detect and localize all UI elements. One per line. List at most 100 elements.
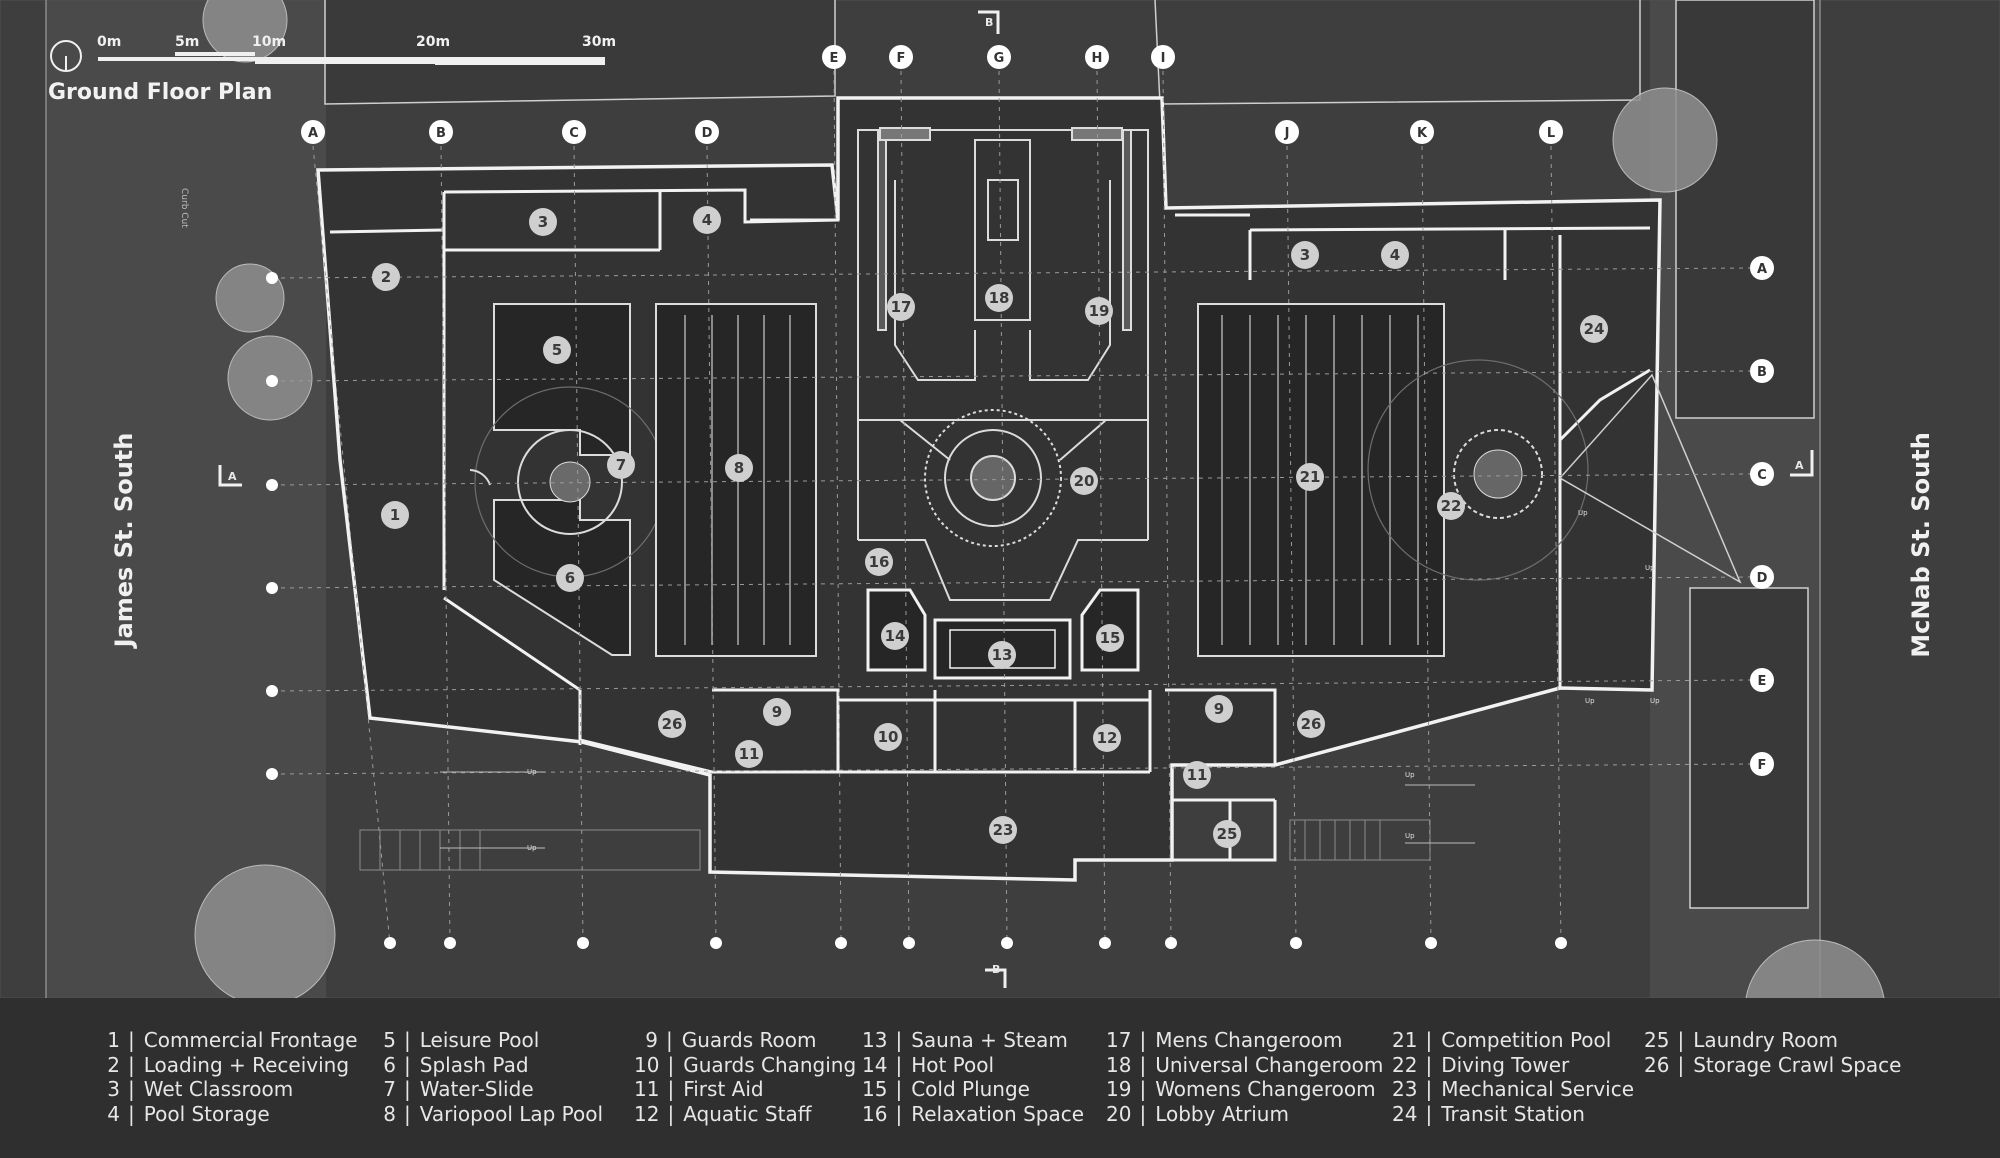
grid-dot [266,375,278,387]
svg-text:Up: Up [1650,697,1660,705]
grid-bubble-col [301,120,325,144]
room-marker-label: 9 [1214,700,1224,718]
room-marker [735,740,763,768]
grid-dot [1165,937,1177,949]
grid-bubble-col [987,45,1011,69]
grid-dot [266,685,278,697]
room-marker [1085,297,1113,325]
room-marker-label: 20 [1074,472,1095,490]
room-marker [985,284,1013,312]
grid-dot [1290,937,1302,949]
room-marker [1296,463,1324,491]
grid-dot [266,272,278,284]
grid-dot [266,768,278,780]
section-b-top-label: B [985,16,994,29]
grid-bubble-col [562,120,586,144]
section-b-bottom-label: B [992,963,1001,976]
legend-item: 18|Universal Changeroom [1106,1052,1384,1077]
legend-item: 16|Relaxation Space [862,1101,1085,1126]
room-marker [1205,695,1233,723]
grid-line-row [271,473,1751,486]
section-marks [218,10,1814,988]
room-marker [381,501,409,529]
trees [194,0,1885,998]
room-marker [1297,710,1325,738]
room-marker [1580,315,1608,343]
legend-item: 22|Diving Tower [1392,1052,1570,1077]
legend-item: 19|Womens Changeroom [1106,1077,1376,1101]
grid-bubble-col-label: L [1547,126,1555,141]
grid-line-col [998,70,1008,945]
legend-item: 12|Aquatic Staff [634,1101,812,1126]
room-marker-label: 2 [381,268,391,286]
grid-bubble-col [1410,120,1434,144]
legend-item: 26|Storage Crawl Space [1644,1052,1902,1077]
grid-dot [710,937,722,949]
grid-dot [444,937,456,949]
grid-bubble-col [429,120,453,144]
legend-column-4: 13|Sauna + Steam 14|Hot Pool 15|Cold Plu… [862,1028,1084,1126]
interior-walls [329,188,1651,862]
room-marker [543,336,571,364]
room-legend: 1|Commercial Frontage 2|Loading + Receiv… [0,998,2000,1158]
grid-bubble-col-label: D [702,126,713,141]
room-marker-label: 12 [1097,729,1118,747]
grid-line-row [271,679,1751,692]
room-marker-label: 24 [1584,320,1605,338]
room-marker [725,454,753,482]
grid-bubble-col [1151,45,1175,69]
room-marker [989,816,1017,844]
structural-grid [271,70,1751,945]
grid-bubble-row-label: A [1757,262,1767,277]
scale-label-10: 10m [252,34,287,50]
room-marker [1381,241,1409,269]
room-marker-label: 22 [1441,497,1462,515]
room-marker-label: 11 [739,745,760,763]
room-marker-label: 7 [616,456,626,474]
legend-item: 11|First Aid [634,1077,764,1101]
svg-text:Up: Up [1645,564,1655,572]
grid-bubble-row-label: E [1758,674,1767,689]
grid-bubble-col-label: B [436,126,446,141]
grid-bubble-row-label: F [1758,758,1767,773]
legend-item: 7|Water-Slide [383,1077,534,1101]
grid-bubble-col [1275,120,1299,144]
section-a-left-label: A [228,470,237,483]
room-marker-label: 17 [891,298,912,316]
room-marker [658,710,686,738]
room-marker [372,263,400,291]
grid-bubble-row [1750,668,1774,692]
grid-bubble-row [1750,565,1774,589]
grid-bubble-col [822,45,846,69]
grid-bubble-row-label: C [1757,468,1767,483]
room-marker-label: 3 [538,213,548,231]
grid-bubble-col [1539,120,1563,144]
east-stairs [1289,819,1431,861]
grid-bubble-row [1750,462,1774,486]
grid-line-col [1550,145,1562,945]
curb-cut-note: Curb Cut [179,188,189,228]
legend-item: 20|Lobby Atrium [1106,1101,1289,1126]
grid-bubble-row [1750,359,1774,383]
grid-bubble-col [695,120,719,144]
room-marker [556,564,584,592]
grid-dot [266,479,278,491]
grid-bubble-col-label: J [1284,126,1290,141]
grid-line-col [1096,70,1106,945]
room-marker-label: 4 [1390,246,1400,264]
grid-line-col [573,145,584,945]
legend-column-3: 9|Guards Room 10|Guards Changing 11|Firs… [634,1028,856,1126]
grid-dot [903,937,915,949]
legend-item: 4|Pool Storage [107,1101,270,1126]
grid-bubble-col-label: H [1092,51,1103,66]
room-marker [1093,724,1121,752]
grid-bubble-row-label: B [1757,365,1767,380]
grid-line-col [833,70,842,945]
legend-column-5: 17|Mens Changeroom 18|Universal Changero… [1106,1028,1383,1126]
room-marker-label: 25 [1217,825,1238,843]
room-marker-label: 23 [993,821,1014,839]
legend-item: 10|Guards Changing [634,1052,857,1077]
legend-item: 6|Splash Pad [383,1052,529,1077]
